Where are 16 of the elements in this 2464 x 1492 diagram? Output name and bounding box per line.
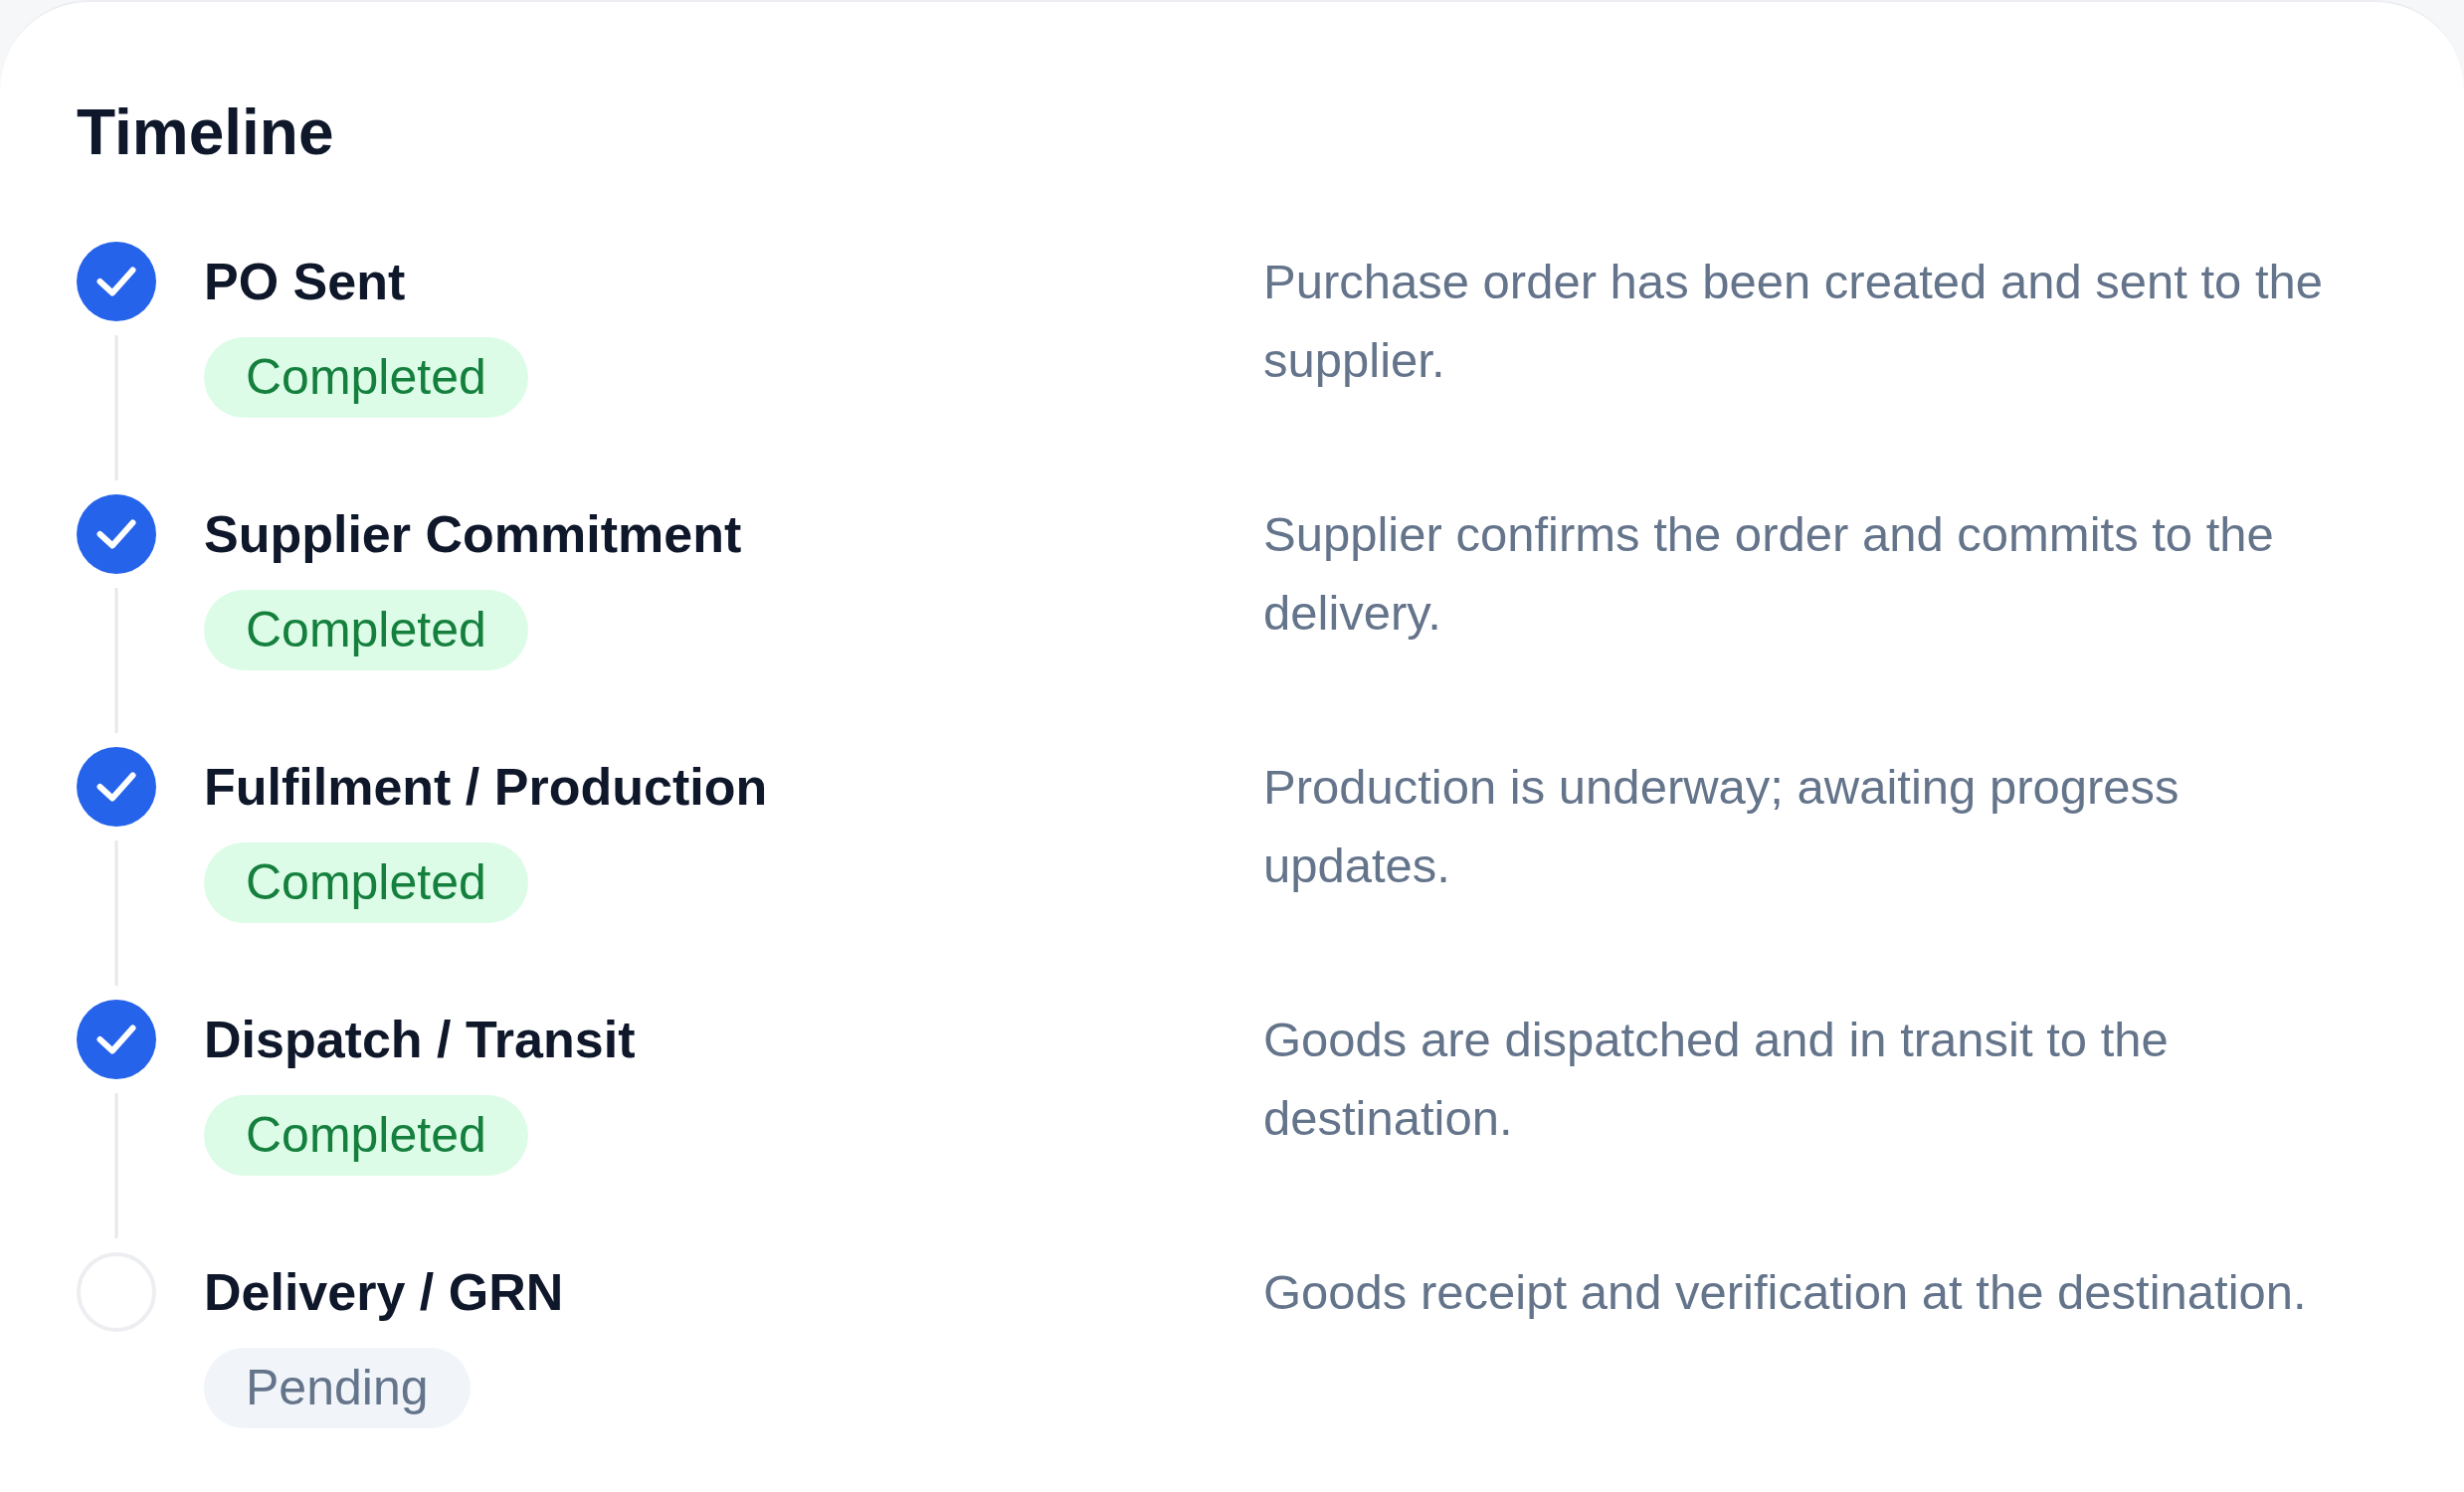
status-badge: Pending — [204, 1348, 471, 1428]
status-badge: Completed — [204, 842, 528, 923]
status-badge: Completed — [204, 337, 528, 418]
step-description: Goods receipt and verification at the destination. — [1263, 1263, 2307, 1321]
step-description: Purchase order has been created and sent to the supplier. — [1263, 253, 2325, 389]
step-title: Supplier Commitment — [204, 504, 742, 565]
status-badge: Completed — [204, 1095, 528, 1176]
step-description: Goods are dispatched and in transit to the destination. — [1263, 1011, 2170, 1147]
step-description: Production is underway; awaiting progress updates. — [1263, 758, 2180, 894]
step-title: Dispatch / Transit — [204, 1010, 636, 1070]
status-badge: Completed — [204, 590, 528, 670]
step-title: Fulfilment / Production — [204, 757, 768, 818]
step-title: Delivery / GRN — [204, 1262, 564, 1323]
step-description: Supplier confirms the order and commits to the delivery. — [1263, 505, 2275, 642]
step-title: PO Sent — [204, 252, 406, 312]
section-title: Timeline — [77, 95, 334, 170]
